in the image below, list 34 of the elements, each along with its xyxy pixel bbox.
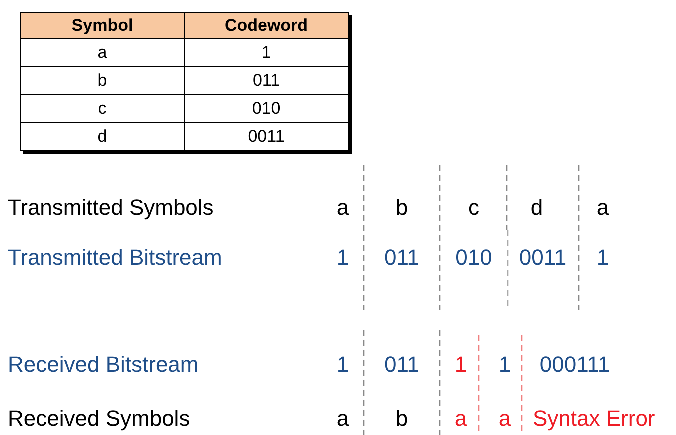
table-cell: 1	[184, 38, 348, 66]
symbol-text: b	[396, 406, 408, 432]
table-cell: d	[20, 122, 184, 150]
symbol-text: a	[454, 406, 468, 432]
error-text: Syntax Error	[533, 406, 656, 432]
bit-text: 010	[456, 245, 492, 271]
bit-text: 1	[336, 352, 350, 378]
table-cell: a	[20, 38, 184, 66]
symbol-text: b	[396, 195, 408, 221]
header-cell: Codeword	[184, 12, 348, 38]
table-cell: 0011	[184, 122, 348, 150]
bit-text: 011	[384, 352, 420, 378]
symbol-text: a	[596, 195, 610, 221]
symbol-text: a	[336, 195, 350, 221]
bit-text: 011	[384, 245, 420, 271]
bit-text: 1	[498, 352, 512, 378]
table-cell: 011	[184, 66, 348, 94]
row-label: Transmitted Bitstream	[8, 245, 222, 271]
table-cell: c	[20, 94, 184, 122]
symbol-text: d	[530, 195, 544, 221]
header-cell: Symbol	[20, 12, 184, 38]
bit-text: 1	[454, 352, 468, 378]
bit-text: 1	[596, 245, 610, 271]
symbol-text: c	[468, 195, 480, 221]
bit-text: 0011	[519, 245, 567, 271]
table-cell: b	[20, 66, 184, 94]
row-label: Transmitted Symbols	[8, 195, 214, 221]
symbol-text: a	[336, 406, 350, 432]
symbol-text: a	[498, 406, 512, 432]
bit-text: 000111	[540, 352, 610, 378]
bit-text: 1	[336, 245, 350, 271]
row-label: Received Symbols	[8, 406, 190, 432]
table-cell: 010	[184, 94, 348, 122]
row-label: Received Bitstream	[8, 352, 199, 378]
